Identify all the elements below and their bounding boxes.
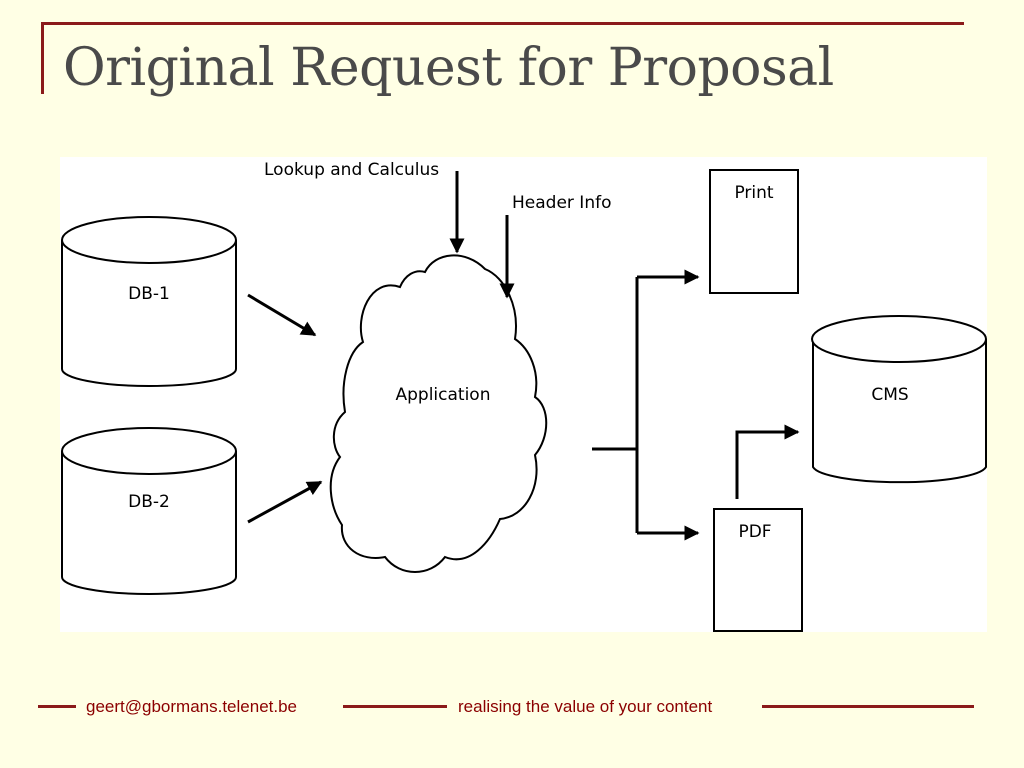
db1-cylinder: DB-1 [61, 216, 237, 387]
slide-title: Original Request for Proposal [63, 38, 834, 98]
title-rule-left [41, 22, 44, 94]
db2-arrow [247, 480, 323, 524]
footer-tagline: realising the value of your content [458, 697, 713, 716]
footer-rule-middle [343, 705, 447, 708]
lookup-label: Lookup and Calculus [264, 160, 439, 180]
output-connector [592, 269, 700, 541]
pdf-label: PDF [738, 522, 771, 542]
footer-rule-left [38, 705, 76, 708]
footer-email: geert@gbormans.telenet.be [86, 697, 297, 716]
pdf-cms-arrow [735, 424, 800, 499]
db2-cylinder: DB-2 [61, 427, 237, 595]
application-cloud: Application [329, 254, 548, 573]
title-rule-top [41, 22, 964, 25]
db1-arrow [247, 293, 317, 337]
header-label: Header Info [512, 193, 611, 213]
diagram-panel: DB-1 DB-2 Application Lookup and Calculu… [60, 157, 987, 632]
cms-label: CMS [871, 385, 908, 405]
db1-label: DB-1 [128, 284, 170, 304]
print-label: Print [734, 183, 773, 203]
application-label: Application [396, 385, 491, 405]
db2-label: DB-2 [128, 492, 170, 512]
cms-cylinder: CMS [811, 315, 987, 484]
architecture-diagram: DB-1 DB-2 Application Lookup and Calculu… [61, 160, 987, 632]
pdf-document: PDF [713, 508, 803, 632]
print-document: Print [709, 169, 799, 294]
footer-rule-right [762, 705, 974, 708]
